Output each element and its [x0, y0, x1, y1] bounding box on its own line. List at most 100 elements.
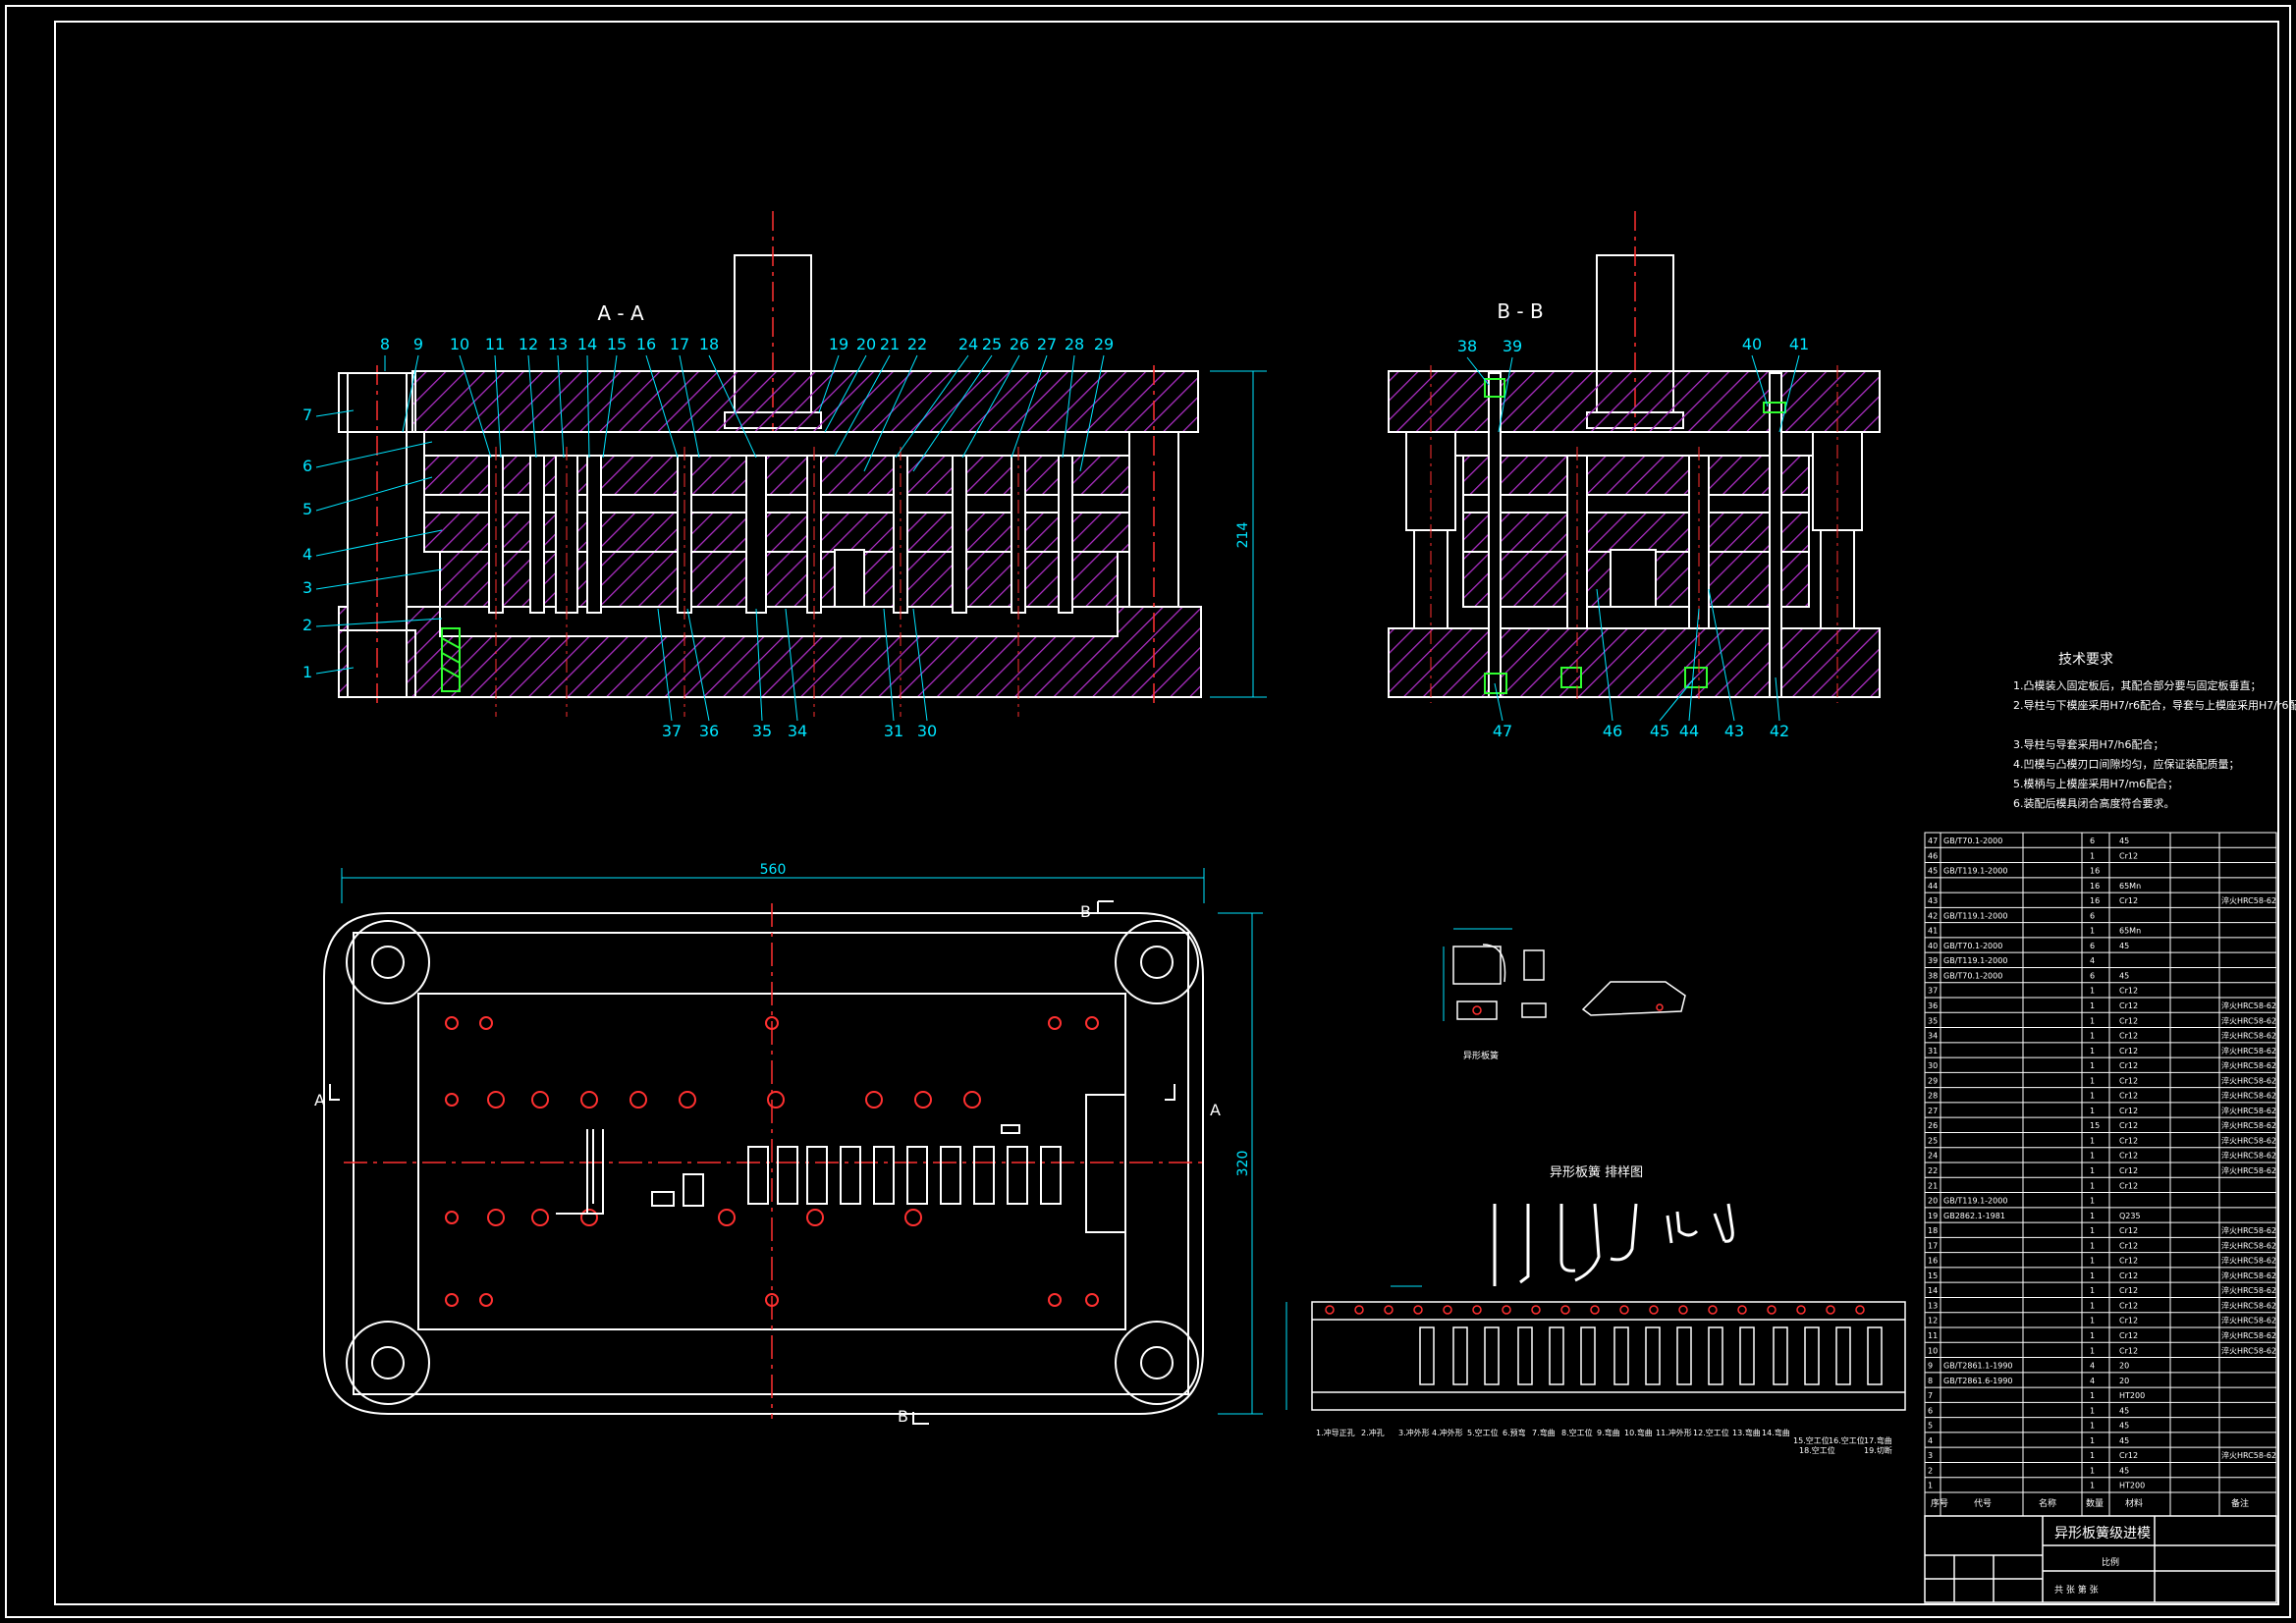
balloons-bb: 38 39 40 41 47 46 45 44 43 42 [1457, 335, 1809, 740]
bom-cell-no: 31 [1928, 1047, 1938, 1055]
title-block [1924, 1515, 2277, 1603]
balloon-45: 45 [1650, 722, 1669, 740]
balloons-aa-top: 8 9 10 11 12 13 14 15 16 17 18 19 20 21 … [380, 335, 1114, 353]
balloon-41: 41 [1789, 335, 1809, 353]
bom-cell-qty: 1 [2090, 1422, 2095, 1431]
balloon-22: 22 [907, 335, 927, 353]
bom-cell-qty: 1 [2090, 1436, 2095, 1445]
bom-cell-mat: Cr12 [2119, 1286, 2138, 1295]
tech-req-6: 6.装配后模具闭合高度符合要求。 [2013, 796, 2175, 810]
balloon-14: 14 [577, 335, 597, 353]
bom-cell-no: 41 [1928, 927, 1938, 936]
bom-cell-mat: 65Mn [2119, 927, 2141, 936]
bom-cell-no: 27 [1928, 1107, 1938, 1115]
bom-cell-mat: Cr12 [2119, 1181, 2138, 1190]
bom-cell-std: GB/T2861.1-1990 [1943, 1362, 2013, 1371]
bom-cell-qty: 1 [2090, 1197, 2095, 1206]
bom-cell-no: 5 [1928, 1422, 1933, 1431]
bom-cell-note: 淬火HRC58-62 [2221, 1316, 2276, 1325]
scale-label: 比例 [2102, 1556, 2119, 1568]
balloon-29: 29 [1094, 335, 1114, 353]
marker-b-bottom: B [898, 1407, 908, 1426]
bom-cell-note: 淬火HRC58-62 [2221, 1165, 2276, 1175]
bom-cell-mat: Q235 [2119, 1212, 2141, 1220]
bom-cell-no: 45 [1928, 867, 1938, 876]
balloon-25: 25 [982, 335, 1002, 353]
station-10: 10.弯曲 [1624, 1428, 1653, 1437]
bom-cell-qty: 1 [2090, 1001, 2095, 1010]
bom-cell-qty: 1 [2090, 1406, 2095, 1415]
station-cavities [651, 1124, 1062, 1207]
bom-cell-no: 21 [1928, 1181, 1938, 1190]
bom-header: 序号 代号 名称 数量 材料 备注 [1931, 1497, 2249, 1509]
station-3: 3.冲外形 [1398, 1428, 1430, 1437]
bom-cell-no: 8 [1928, 1377, 1933, 1385]
bom-cell-qty: 1 [2090, 1241, 2095, 1250]
bom-cell-qty: 1 [2090, 1466, 2095, 1475]
bom-cell-no: 1 [1928, 1482, 1933, 1490]
bom-cell-qty: 4 [2090, 1377, 2095, 1385]
bom-cell-std: GB/T2861.6-1990 [1943, 1377, 2013, 1385]
balloon-8: 8 [380, 335, 390, 353]
bom-cell-qty: 15 [2090, 1121, 2100, 1130]
dim-width: 560 [760, 862, 787, 878]
bom-cell-mat: 20 [2119, 1377, 2129, 1385]
bom-cell-qty: 16 [2090, 882, 2100, 891]
bom-cell-qty: 1 [2090, 1166, 2095, 1175]
bom-cell-qty: 16 [2090, 896, 2100, 905]
bom-cell-qty: 1 [2090, 1346, 2095, 1355]
bom-cell-mat: Cr12 [2119, 1047, 2138, 1055]
bom-cell-no: 26 [1928, 1121, 1938, 1130]
springs-aa [441, 627, 461, 692]
bom-cell-qty: 4 [2090, 1362, 2095, 1371]
bom-cell-note: 淬火HRC58-62 [2221, 1330, 2276, 1340]
bom-cell-note: 淬火HRC58-62 [2221, 1450, 2276, 1460]
bom-cell-note: 淬火HRC58-62 [2221, 1256, 2276, 1266]
sheet-label: 共 张 第 张 [2054, 1584, 2099, 1596]
station-14: 14.弯曲 [1762, 1428, 1790, 1437]
balloon-36: 36 [699, 722, 719, 740]
balloon-21: 21 [880, 335, 900, 353]
balloon-17: 17 [670, 335, 689, 353]
balloon-1: 1 [302, 663, 312, 681]
bom-cell-no: 39 [1928, 956, 1938, 965]
inner-frame [54, 21, 2279, 1605]
bom-cell-qty: 1 [2090, 927, 2095, 936]
bom-cell-mat: Cr12 [2119, 851, 2138, 860]
bom-h-note: 备注 [2231, 1497, 2249, 1509]
bom-cell-std: GB/T119.1-2000 [1943, 956, 2007, 965]
bom-cell-no: 44 [1928, 882, 1938, 891]
bom-cell-no: 3 [1928, 1451, 1933, 1460]
bom-cell-mat: HT200 [2119, 1391, 2145, 1400]
bom-cell-qty: 1 [2090, 1107, 2095, 1115]
marker-a-right: A [1210, 1101, 1221, 1119]
bom-h-qty: 数量 [2086, 1497, 2104, 1509]
bom-cell-no: 2 [1928, 1466, 1933, 1475]
bom-cell-note: 淬火HRC58-62 [2221, 1151, 2276, 1161]
bom-cell-qty: 1 [2090, 1092, 2095, 1101]
bom-cell-qty: 1 [2090, 1212, 2095, 1220]
station-7: 7.弯曲 [1532, 1428, 1556, 1437]
bom-cell-qty: 1 [2090, 1047, 2095, 1055]
bom-cell-mat: Cr12 [2119, 1121, 2138, 1130]
bom-cell-mat: Cr12 [2119, 1136, 2138, 1145]
bom-h-no: 序号 [1931, 1497, 1948, 1509]
balloon-43: 43 [1724, 722, 1744, 740]
tech-req-3: 3.导柱与导套采用H7/h6配合； [2013, 737, 2163, 751]
strip-title: 异形板簧 排样图 [1550, 1164, 1643, 1180]
bom-cell-no: 24 [1928, 1152, 1938, 1161]
balloon-12: 12 [519, 335, 538, 353]
bom-cell-qty: 1 [2090, 1257, 2095, 1266]
bom-cell-note: 淬火HRC58-62 [2221, 1031, 2276, 1041]
bom-cell-mat: Cr12 [2119, 1061, 2138, 1070]
bom-cell-no: 47 [1928, 837, 1938, 845]
bom-cell-mat: Cr12 [2119, 987, 2138, 996]
balloon-18: 18 [699, 335, 719, 353]
bom-cell-no: 40 [1928, 942, 1938, 950]
station-19: 19.切断 [1864, 1445, 1892, 1455]
station-11: 11.冲外形 [1656, 1428, 1692, 1437]
bom-cell-no: 11 [1928, 1331, 1938, 1340]
bom-cell-mat: HT200 [2119, 1482, 2145, 1490]
bom-cell-qty: 1 [2090, 851, 2095, 860]
